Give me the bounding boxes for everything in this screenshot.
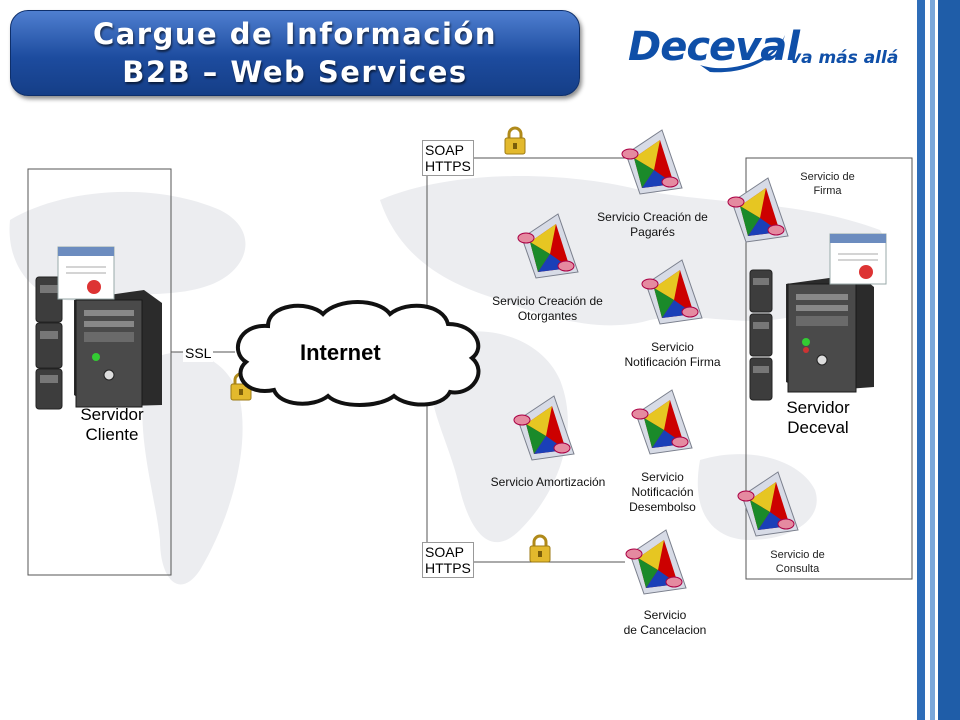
decorative-stripe [930,0,935,720]
service-line: Pagarés [630,225,675,239]
service-label-amortizacion: Servicio Amortización [478,475,618,490]
service-line: Notificación Firma [624,355,721,369]
deceval-box [745,157,913,580]
decorative-stripe [917,0,925,720]
deceval-server-label-2: Deceval [787,418,849,437]
protocol-line: SOAP [425,544,464,560]
backend-service-line: Firma [813,185,842,197]
padlock-icon [504,126,526,155]
backend-service-line: Servicio de [800,171,855,183]
deceval-server-icon [749,233,887,401]
padlock-icon [529,534,551,563]
web-service-icon [631,389,693,455]
client-box [27,168,172,576]
service-label-otorgantes: Servicio Creación de Otorgantes [480,294,615,324]
web-service-icon [641,259,703,325]
web-service-icon [737,471,799,537]
client-server-label-1: Servidor [80,405,144,424]
decorative-stripe [938,0,960,720]
service-line: Servicio Amortización [490,475,606,489]
certificate-icon [57,246,115,300]
internet-label: Internet [300,340,381,365]
web-service-icon [625,529,687,595]
web-service-icon [621,129,683,195]
service-line: Servicio [643,608,687,622]
web-service-icon [727,177,789,243]
certificate-icon [829,233,887,285]
client-server-label-2: Cliente [85,425,139,444]
internet-cloud-icon [235,300,481,407]
service-line: de Cancelacion [623,623,707,637]
brand-tagline: va más allá [790,48,899,68]
title-line-1: Cargue de Información [92,17,498,51]
service-line: Servicio [641,470,684,484]
service-line: Otorgantes [517,309,578,323]
title-line-2: B2B – Web Services [122,55,468,89]
title-banner: Cargue de Información B2B – Web Services [10,10,580,96]
protocol-label-bottom: SOAP HTTPS [422,542,474,578]
service-line: Desembolso [629,500,696,514]
protocol-line: SOAP [425,142,464,158]
service-label-desembolso: Servicio Notificación Desembolso [615,470,710,515]
logo-swoosh-icon [700,35,785,73]
service-line: Servicio [651,340,694,354]
protocol-label-top: SOAP HTTPS [422,140,474,176]
service-line: Servicio Creación de [492,294,603,308]
web-service-icon [517,213,579,279]
ssl-label: SSL [183,344,214,362]
backend-service-consulta-label: Servicio de Consulta [750,548,845,576]
service-label-cancelacion: Servicio de Cancelacion [605,608,725,638]
protocol-line: HTTPS [425,158,471,174]
service-label-notificacion-firma: Servicio Notificación Firma [605,340,740,370]
backend-service-line: Consulta [775,563,820,575]
web-service-icon [513,395,575,461]
protocol-line: HTTPS [425,560,471,576]
service-line: Notificación [631,485,694,499]
client-server-icon [35,246,162,410]
deceval-server-label-1: Servidor [786,398,850,417]
brand-logo: Deceval [628,24,800,70]
service-label-pagares: Servicio Creación de Pagarés [585,210,720,240]
backend-service-line: Servicio de [770,549,825,561]
service-line: Servicio Creación de [597,210,708,224]
backend-service-firma-label: Servicio de Firma [785,170,870,198]
